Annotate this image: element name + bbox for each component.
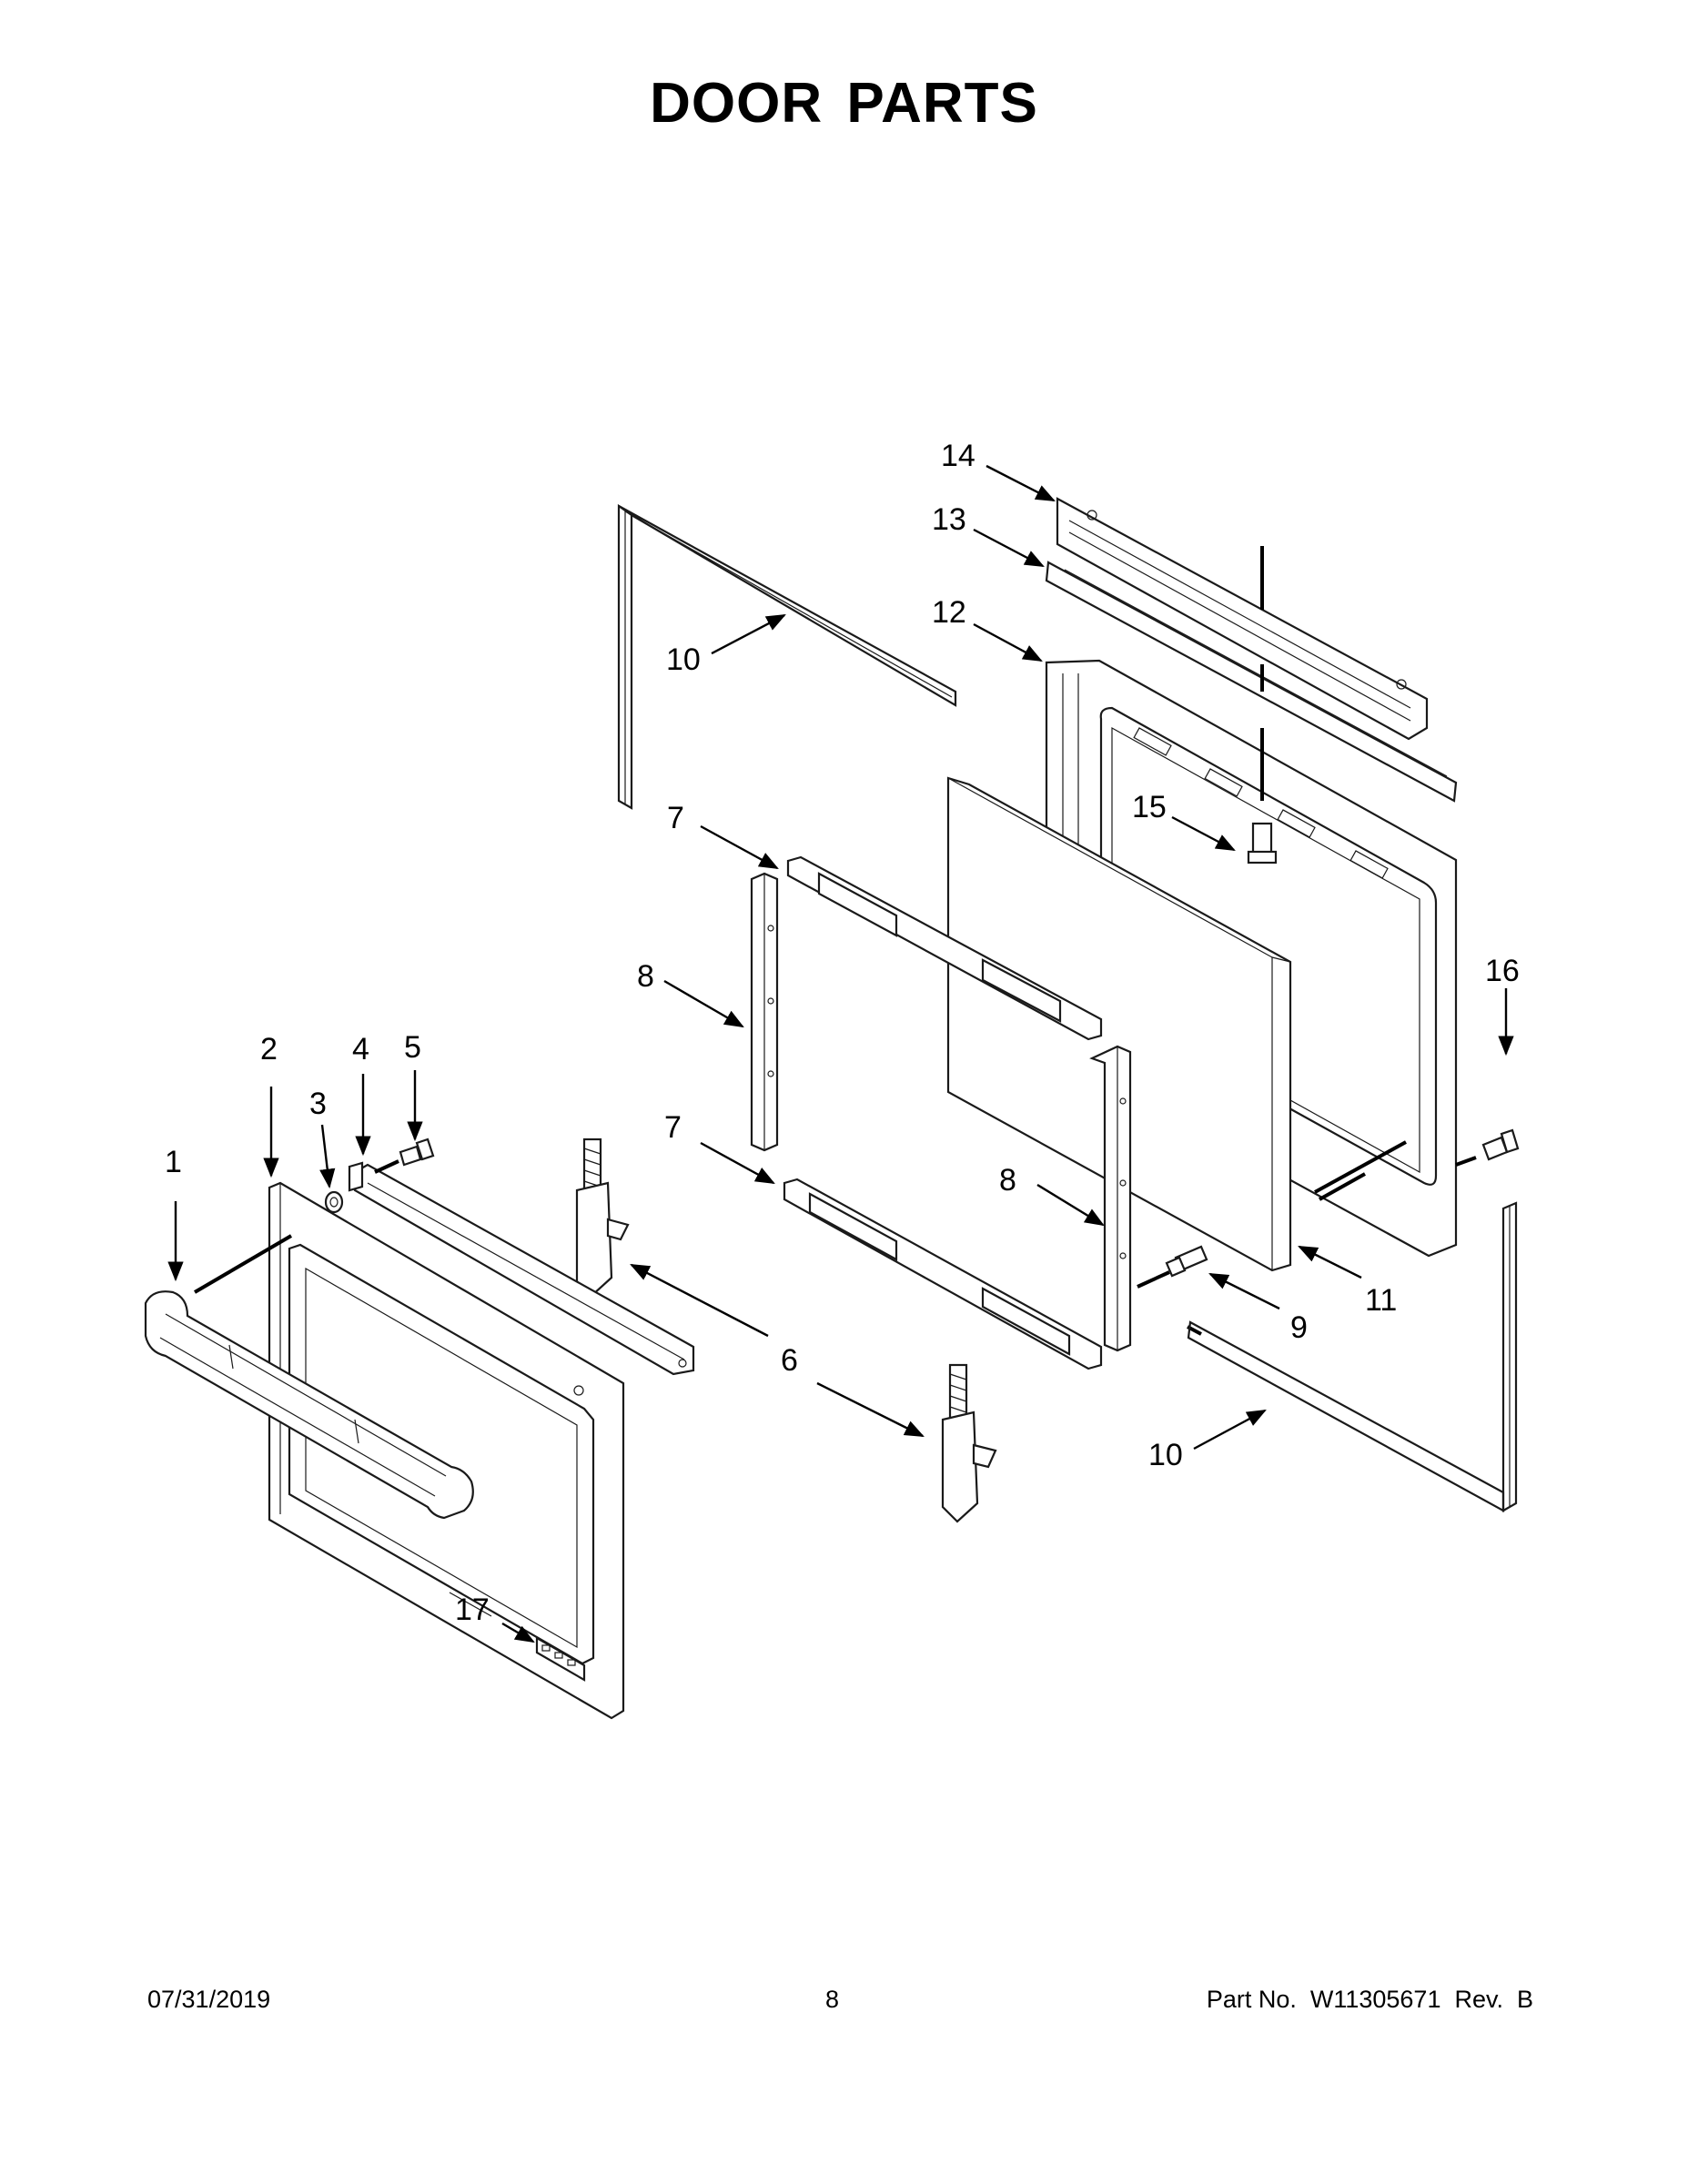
part-10-upper-gasket (617, 503, 957, 810)
part-8-left-channel (750, 872, 779, 1152)
callout-7-lower: 7 (664, 1110, 682, 1145)
part-7-lower-bracket (783, 1178, 1103, 1370)
footer-page-number: 8 (825, 1986, 840, 2013)
callout-14: 14 (941, 439, 975, 473)
footer-part-number: Part No. W11305671 Rev. B (1206, 1986, 1533, 2013)
callout-5: 5 (404, 1030, 421, 1065)
callout-10-upper: 10 (666, 642, 701, 677)
part-14-top-trim (1056, 497, 1429, 741)
callout-6: 6 (781, 1343, 798, 1378)
callout-1: 1 (165, 1145, 182, 1179)
part-7-upper-bracket (786, 855, 1103, 1041)
part-13-vent-strip (1045, 561, 1458, 803)
callout-12: 12 (932, 595, 966, 630)
callout-13: 13 (932, 502, 966, 537)
part-6-upper-hinge (575, 1138, 630, 1298)
callout-8-right: 8 (999, 1163, 1016, 1198)
callout-2: 2 (260, 1032, 278, 1067)
part-11-glass-panel (946, 776, 1292, 1272)
part-8-right-channel (1089, 1045, 1132, 1352)
part-17-badge (535, 1636, 586, 1682)
callout-15: 15 (1132, 790, 1167, 824)
part-1-door-handle (144, 1234, 474, 1520)
callout-10-lower: 10 (1148, 1438, 1183, 1472)
callout-4: 4 (352, 1032, 369, 1067)
part-3-washer (324, 1190, 344, 1214)
leader-lines (167, 464, 1514, 1643)
callout-11: 11 (1365, 1283, 1397, 1318)
part-9-screw (1137, 1245, 1208, 1289)
part-10-lower-gasket (1187, 1201, 1518, 1512)
callout-labels: 1 2 3 4 5 6 7 7 8 8 9 10 10 11 12 13 14 … (165, 439, 1520, 1627)
part-6-lower-hinge (941, 1363, 997, 1523)
part-4-channel-bar (348, 1161, 695, 1376)
callout-16: 16 (1485, 954, 1520, 988)
part-15-screw (1247, 546, 1278, 864)
page-title: DOOR PARTS (650, 72, 1038, 135)
callout-17: 17 (455, 1592, 490, 1627)
part-5-screw (374, 1138, 435, 1174)
part-2-outer-door-panel (268, 1181, 625, 1720)
callout-8-left: 8 (637, 959, 654, 994)
callout-9: 9 (1290, 1310, 1308, 1345)
callout-3: 3 (309, 1087, 327, 1121)
part-16-screw (1455, 1128, 1520, 1167)
callout-7-upper: 7 (667, 801, 684, 835)
footer-date: 07/31/2019 (147, 1986, 271, 2013)
